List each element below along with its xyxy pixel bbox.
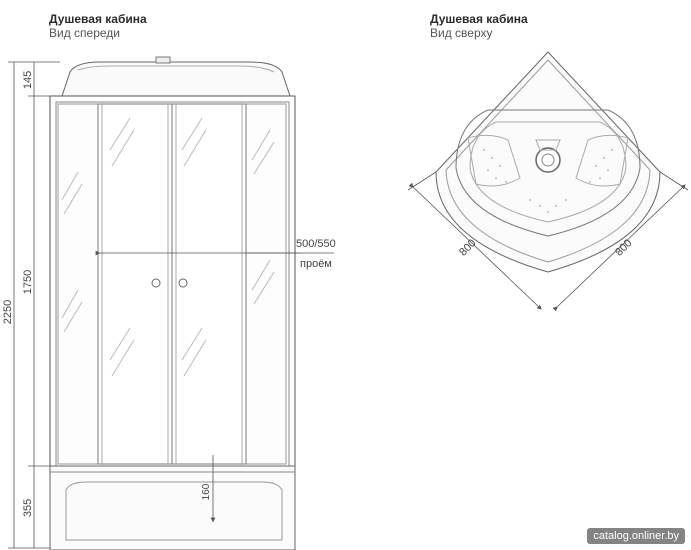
dim-cabin-height: 1750 <box>22 270 34 294</box>
drain <box>535 147 561 173</box>
dim-opening-label: 500/550 <box>296 238 336 250</box>
roof-vent <box>155 56 171 64</box>
front-view-subtitle: Вид спереди <box>49 26 121 40</box>
shower-tray <box>49 465 296 550</box>
watermark: catalog.onliner.by <box>587 528 685 544</box>
dim-opening-word: проём <box>300 258 332 270</box>
dim-tray-height: 355 <box>22 499 34 517</box>
dim-top-height: 145 <box>22 71 34 89</box>
door-handle-left <box>151 278 161 288</box>
front-view-dimensions <box>8 61 334 549</box>
front-view-drawing <box>49 56 296 550</box>
door-handle-right <box>178 278 188 288</box>
tray-basin <box>455 109 641 237</box>
front-view-title: Душевая кабина <box>49 12 147 26</box>
top-view-subtitle: Вид сверху <box>430 26 493 40</box>
dim-small-height: 160 <box>201 483 212 500</box>
door-left <box>97 103 173 465</box>
glass-panel-left <box>57 103 99 465</box>
top-view-dimensions <box>407 171 689 312</box>
top-view-title: Душевая кабина <box>430 12 528 26</box>
cabin-roof <box>61 61 291 97</box>
dim-total-height: 2250 <box>2 300 14 324</box>
